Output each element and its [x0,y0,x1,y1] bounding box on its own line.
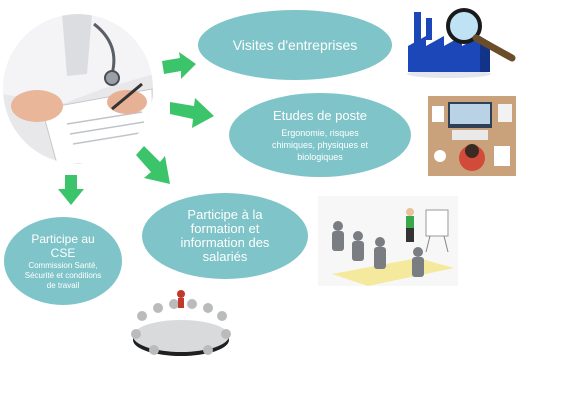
node-etudes: Etudes de poste Ergonomie, risques chimi… [229,93,411,177]
node-formation-line-1: Participe à la [187,207,263,222]
node-visites-title: Visites d'entreprises [232,37,358,53]
node-cse-sub-1: Commission Santé, [28,260,98,270]
node-cse: Participe au CSE Commission Santé, Sécur… [4,217,122,305]
arrow-to-visites [162,52,196,80]
arrow-to-formation [136,146,172,184]
node-etudes-subtitle: Ergonomie, risques chimiques, physiques … [271,127,369,162]
arrow-to-cse [58,175,84,205]
node-formation-line-3: information des [180,235,270,250]
node-cse-sub-3: de travail [46,280,80,290]
arrow-to-etudes [170,98,214,128]
factory-magnifier-icon [404,6,520,78]
node-formation-line-2: formation et [190,221,260,236]
node-visites: Visites d'entreprises [198,10,392,80]
node-formation-line-4: salariés [202,249,248,264]
node-cse-line-1: Participe au [31,231,95,246]
node-cse-sub-2: Sécurité et conditions [24,270,102,280]
workstation-desk-icon [428,96,516,176]
training-session-icon [318,196,458,286]
node-etudes-title: Etudes de poste [273,107,367,123]
doctor-photo [2,14,154,164]
node-formation: Participe à la formation et information … [142,193,308,279]
meeting-table-icon [122,290,240,370]
node-cse-line-2: CSE [50,245,76,260]
